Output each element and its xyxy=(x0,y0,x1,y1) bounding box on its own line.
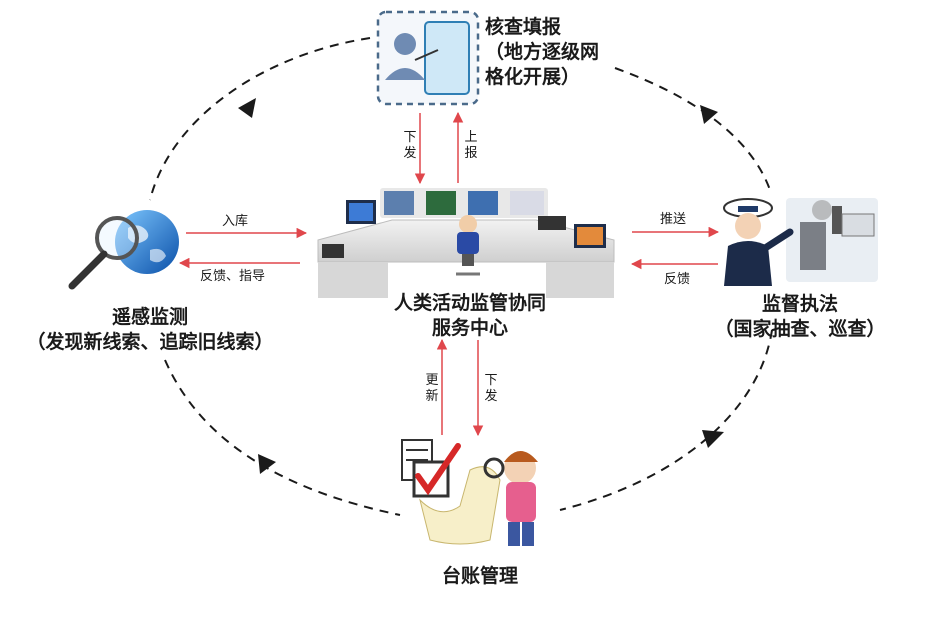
label-report-up: 上报 xyxy=(464,130,478,161)
cycle-arrowhead-bottom-left xyxy=(258,454,276,474)
node-ledger-line-1: 台账管理 xyxy=(441,565,518,587)
globe-magnifier-icon xyxy=(68,210,179,290)
node-verify-line-2: （地方逐级网 xyxy=(485,41,600,63)
ledger-person-icon xyxy=(401,439,538,546)
label-update: 更新 xyxy=(425,373,439,404)
node-verify-line-1: 核查填报 xyxy=(485,16,562,38)
label-push: 推送 xyxy=(660,212,687,227)
cycle-arrowhead-bottom-right xyxy=(702,430,724,448)
label-feedback-guide: 反馈、指导 xyxy=(200,269,266,284)
node-remote-line-1: 遥感监测 xyxy=(111,306,188,328)
cycle-ring xyxy=(149,37,773,516)
label-down-issue-top: 下发 xyxy=(403,130,417,161)
label-feedback-right: 反馈 xyxy=(664,272,691,287)
node-enforcement-line-2: （国家抽查、巡查） xyxy=(714,318,886,340)
node-label-enforcement: 监督执法 （国家抽查、巡查） xyxy=(690,292,910,342)
node-label-remote-sensing: 遥感监测 （发现新线索、追踪旧线索） xyxy=(0,305,300,355)
connectors xyxy=(178,111,720,437)
node-center-line-1: 人类活动监管协同 xyxy=(393,292,546,314)
node-verify-line-3: 格化开展） xyxy=(485,66,581,88)
enforcement-officer-icon xyxy=(723,198,878,286)
node-remote-line-2: （发现新线索、追踪旧线索） xyxy=(26,331,274,353)
cycle-arrowhead-top-left xyxy=(238,98,256,118)
label-store: 入库 xyxy=(222,214,249,229)
cycle-arrowhead-top-right xyxy=(700,105,718,124)
control-center-icon xyxy=(317,188,615,298)
node-center-line-2: 服务中心 xyxy=(431,317,508,339)
node-enforcement-line-1: 监督执法 xyxy=(761,293,838,315)
tablet-user-icon xyxy=(376,10,480,106)
label-down-issue-bottom: 下发 xyxy=(484,373,498,404)
node-label-ledger: 台账管理 xyxy=(420,564,540,589)
node-label-verify-report: 核查填报 （地方逐级网 格化开展） xyxy=(485,15,625,90)
node-label-service-center: 人类活动监管协同 服务中心 xyxy=(355,291,585,341)
